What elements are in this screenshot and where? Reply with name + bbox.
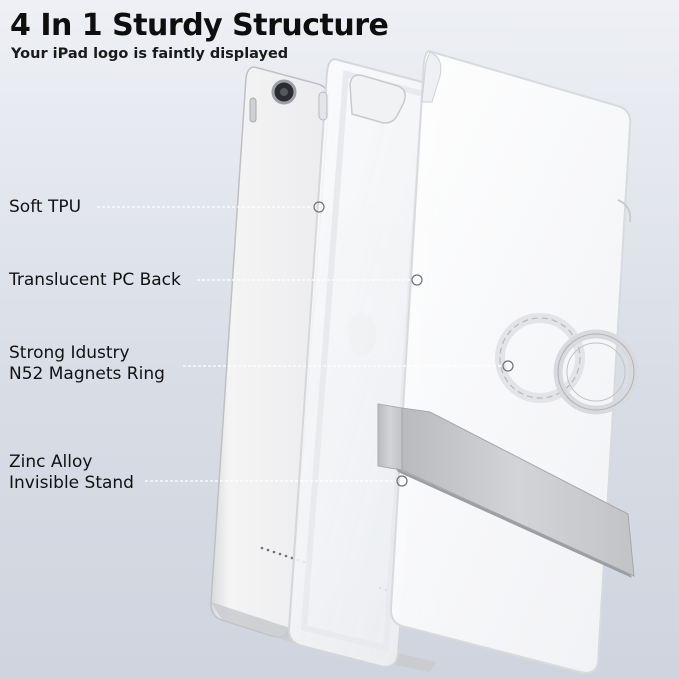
callout-magnets-ring: Strong Idustry N52 Magnets Ring (9, 343, 165, 385)
callout-label-line1: Zinc Alloy (9, 452, 93, 472)
page-title: 4 In 1 Sturdy Structure (10, 8, 389, 43)
callout-label-line2: Invisible Stand (9, 473, 134, 493)
callout-label: Translucent PC Back (9, 270, 181, 290)
callout-dot-icon (502, 360, 514, 372)
page-subtitle: Your iPad logo is faintly displayed (11, 46, 289, 62)
magnet-ring-icon (495, 313, 639, 415)
callout-stand: Zinc Alloy Invisible Stand (9, 452, 134, 494)
callout-label-line1: Strong Idustry (9, 343, 130, 363)
callout-pc-back: Translucent PC Back (9, 270, 181, 291)
callout-dot-icon (411, 274, 423, 286)
callout-label: Soft TPU (9, 197, 82, 217)
callout-dot-icon (313, 201, 325, 213)
camera-icon (271, 79, 297, 105)
kickstand-icon (377, 403, 635, 578)
callout-soft-tpu: Soft TPU (9, 197, 81, 218)
callout-label-line2: N52 Magnets Ring (9, 364, 165, 384)
callout-dot-icon (396, 475, 408, 487)
